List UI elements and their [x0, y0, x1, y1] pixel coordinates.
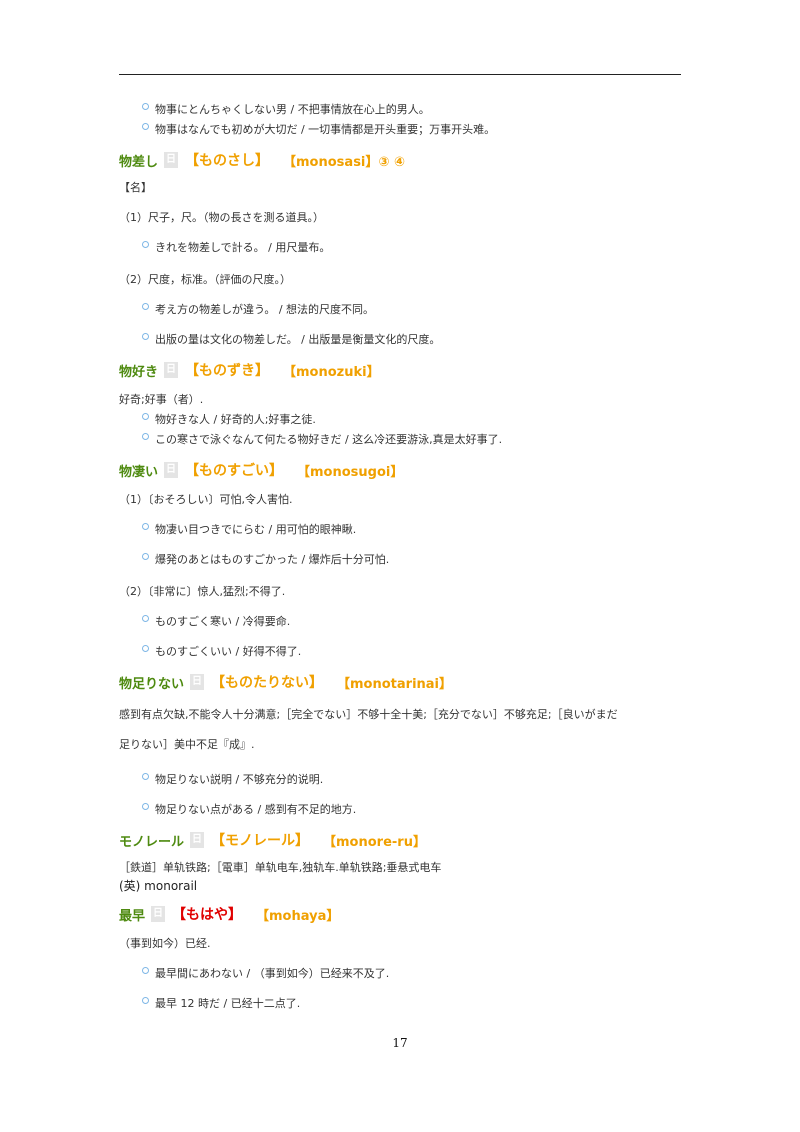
japanese-tag: 日 — [151, 906, 166, 922]
entry-definition: 感到有点欠缺,不能令人十分满意;［完全でない］不够十全十美;［充分でない］不够充… — [119, 708, 618, 721]
bullet-icon — [142, 123, 149, 130]
bullet-icon — [142, 803, 149, 810]
headword: 最早 — [119, 908, 146, 924]
kana-reading: 【ものすごい】 — [185, 463, 284, 479]
bullet-icon — [142, 645, 149, 652]
example-item: 物事はなんでも初めが大切だ / 一切事情都是开头重要；万事开头难。 — [119, 120, 689, 140]
kana-reading: 【もはや】 — [172, 907, 243, 923]
japanese-tag: 日 — [164, 362, 179, 378]
bullet-icon — [142, 333, 149, 340]
bullet-icon — [142, 413, 149, 420]
example-item: ものすごくいい / 好得不得了. — [119, 642, 689, 662]
entry-heading: 物差し 日 【ものさし】 【monosasi】③ ④ — [119, 146, 689, 174]
headword: 物凄い — [119, 464, 159, 480]
example-item: 最早間にあわない / （事到如今）已经来不及了. — [119, 964, 689, 984]
example-item: ものすごく寒い / 冷得要命. — [119, 612, 689, 632]
example-item: 出版の量は文化の物差しだ。 / 出版量是衡量文化的尺度。 — [119, 330, 689, 350]
entry-definition: （事到如今）已经. — [119, 937, 211, 950]
example-item: 考え方の物差しが違う。 / 想法的尺度不同。 — [119, 300, 689, 320]
romaji-reading: 【monotarinai】 — [337, 676, 453, 692]
page-number: 17 — [392, 1036, 408, 1050]
part-of-speech: 【名】 — [119, 181, 152, 194]
example-item: 最早 12 時だ / 已经十二点了. — [119, 994, 689, 1014]
entry-definition: 足りない］美中不足『成』. — [119, 738, 255, 751]
sense-definition: （2）〔非常に〕惊人,猛烈;不得了. — [119, 585, 286, 598]
kana-reading: 【ものたりない】 — [211, 675, 324, 691]
dictionary-content: 物事にとんちゃくしない男 / 不把事情放在心上的男人。 物事はなんでも初めが大切… — [119, 100, 689, 1014]
bullet-icon — [142, 997, 149, 1004]
bullet-icon — [142, 523, 149, 530]
example-item: 物足りない説明 / 不够充分的说明. — [119, 770, 689, 790]
entry-heading: 最早 日 【もはや】 【mohaya】 — [119, 900, 689, 928]
romaji-reading: 【mohaya】 — [256, 908, 340, 924]
japanese-tag: 日 — [190, 832, 205, 848]
entry-heading: モノレール 日 【モノレール】 【monore-ru】 — [119, 826, 689, 854]
bullet-icon — [142, 553, 149, 560]
example-item: 爆発のあとはものすごかった / 爆炸后十分可怕. — [119, 550, 689, 570]
japanese-tag: 日 — [164, 462, 179, 478]
headword: 物差し — [119, 154, 159, 170]
example-item: きれを物差しで計る。 / 用尺量布。 — [119, 238, 689, 258]
example-item: 物好きな人 / 好奇的人;好事之徒. — [119, 410, 689, 430]
headword: 物足りない — [119, 676, 185, 692]
kana-reading: 【ものずき】 — [185, 363, 270, 379]
entry-heading: 物好き 日 【ものずき】 【monozuki】 — [119, 356, 689, 384]
romaji-reading: 【monosasi】③ ④ — [283, 154, 405, 170]
sense-definition: （2）尺度，标准。（評価の尺度。） — [119, 273, 291, 286]
entry-definition: ［鉄道］单轨铁路;［電車］单轨电车,独轨车.单轨铁路;垂悬式电车 — [119, 861, 442, 874]
japanese-tag: 日 — [164, 152, 179, 168]
example-item: この寒さで泳ぐなんて何たる物好きだ / 这么冷还要游泳,真是太好事了. — [119, 430, 689, 450]
kana-reading: 【ものさし】 — [185, 153, 270, 169]
header-rule — [119, 74, 681, 75]
example-item: 物事にとんちゃくしない男 / 不把事情放在心上的男人。 — [119, 100, 689, 120]
bullet-icon — [142, 433, 149, 440]
sense-definition: （1）〔おそろしい〕可怕,令人害怕. — [119, 493, 293, 506]
romaji-reading: 【monozuki】 — [283, 364, 380, 380]
bullet-icon — [142, 967, 149, 974]
entry-heading: 物凄い 日 【ものすごい】 【monosugoi】 — [119, 456, 689, 484]
entry-heading: 物足りない 日 【ものたりない】 【monotarinai】 — [119, 668, 689, 696]
kana-reading: 【モノレール】 — [211, 833, 310, 849]
english-equivalent: (英) monorail — [119, 879, 198, 893]
bullet-icon — [142, 103, 149, 110]
example-item: 物足りない点がある / 感到有不足的地方. — [119, 800, 689, 820]
headword: モノレール — [119, 834, 185, 850]
bullet-icon — [142, 615, 149, 622]
bullet-icon — [142, 773, 149, 780]
japanese-tag: 日 — [190, 674, 205, 690]
example-item: 物凄い目つきでにらむ / 用可怕的眼神瞅. — [119, 520, 689, 540]
headword: 物好き — [119, 364, 159, 380]
entry-definition: 好奇;好事（者）. — [119, 393, 204, 406]
bullet-icon — [142, 303, 149, 310]
sense-definition: （1）尺子，尺。（物の長さを測る道具。） — [119, 211, 324, 224]
romaji-reading: 【monosugoi】 — [297, 464, 404, 480]
bullet-icon — [142, 241, 149, 248]
romaji-reading: 【monore-ru】 — [323, 834, 426, 850]
